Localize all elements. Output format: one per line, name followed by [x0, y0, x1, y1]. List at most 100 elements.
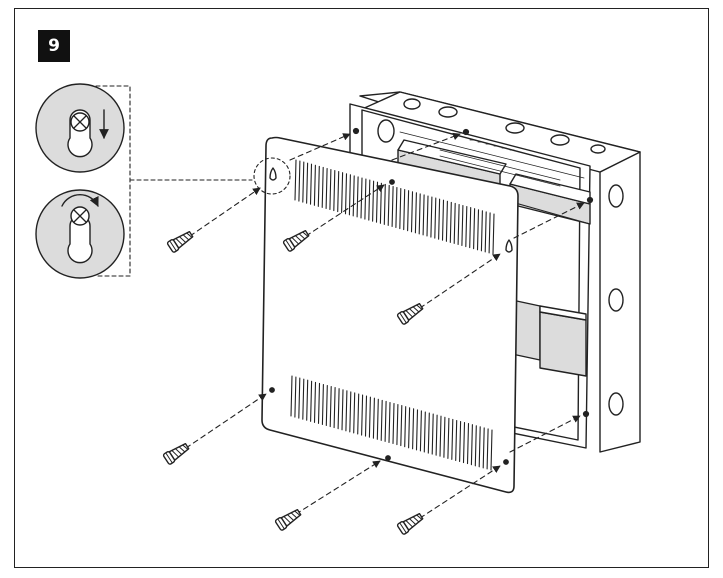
vent-slot — [294, 159, 297, 201]
vent-slot — [302, 161, 305, 203]
vent-slot — [426, 195, 429, 237]
screw-icon — [396, 510, 426, 536]
vent-slot — [368, 179, 371, 221]
vent-slot — [372, 180, 375, 222]
diagram-frame — [14, 8, 709, 568]
vent-slot — [306, 379, 309, 421]
vented-cover-plate — [261, 136, 519, 494]
vent-slot — [361, 394, 364, 436]
vent-slot — [321, 383, 324, 426]
vent-slot — [352, 175, 355, 217]
screw-icon — [274, 506, 304, 532]
vent-slot — [407, 190, 410, 232]
vent-slot — [368, 396, 371, 438]
vent-slot — [357, 393, 360, 435]
vent-slot — [459, 420, 462, 463]
vent-slot — [395, 186, 398, 229]
vent-slots — [294, 159, 495, 255]
vent-slot — [404, 406, 407, 448]
vent-slot — [484, 211, 487, 253]
vent-slot — [325, 167, 328, 210]
vent-slot — [473, 208, 476, 250]
vent-slot — [415, 409, 419, 451]
vent-slot — [391, 185, 394, 228]
vent-slot — [356, 176, 359, 218]
vent-slot — [488, 212, 491, 254]
vent-slot — [392, 402, 395, 445]
vent-slots — [290, 375, 493, 471]
screw-icon — [162, 440, 192, 466]
vent-slot — [445, 200, 448, 242]
vent-slot — [383, 183, 386, 225]
vent-slot — [345, 390, 348, 432]
vent-slot — [298, 377, 301, 419]
vent-slot — [313, 164, 316, 206]
vent-slot — [353, 392, 356, 434]
vent-slot — [457, 203, 460, 246]
vent-slot — [469, 207, 472, 249]
vent-slot — [388, 401, 391, 444]
vent-slot — [384, 400, 387, 442]
vent-slot — [480, 210, 483, 252]
vent-slot — [329, 168, 332, 211]
vent-slot — [422, 194, 425, 236]
vent-slot — [431, 413, 434, 455]
vent-slot — [290, 375, 293, 417]
keyhole-slide-down-icon — [35, 83, 125, 173]
keyhole-detail-callout — [35, 83, 291, 279]
vent-slot — [447, 417, 450, 459]
vent-slot — [451, 418, 454, 460]
vent-slot — [430, 196, 433, 238]
vent-slot — [465, 206, 468, 248]
vent-slot — [414, 192, 417, 234]
screw-icon — [166, 228, 196, 254]
vent-slot — [387, 184, 390, 226]
vent-slot — [443, 416, 446, 458]
vent-slot — [337, 171, 340, 213]
vent-slot — [380, 399, 383, 441]
vent-slot — [317, 382, 321, 424]
vent-slot — [486, 428, 489, 470]
vent-slot — [462, 422, 466, 464]
vent-slot — [321, 166, 324, 208]
vent-slot — [364, 395, 368, 437]
vent-slot — [439, 415, 442, 457]
vent-slot — [482, 427, 485, 469]
vent-slot — [341, 172, 344, 214]
vent-slot — [455, 419, 458, 462]
vent-slot — [427, 412, 430, 454]
vent-slot — [333, 170, 336, 212]
vent-slot — [317, 165, 320, 207]
vent-slot — [325, 384, 328, 427]
vent-slot — [476, 209, 480, 251]
vent-slot — [408, 407, 411, 449]
vent-slot — [376, 398, 379, 440]
vent-slot — [294, 376, 297, 418]
vent-slot — [419, 410, 422, 452]
vent-slot — [449, 201, 452, 243]
vent-slot — [474, 425, 477, 467]
vent-slot — [438, 198, 441, 240]
vent-slot — [490, 429, 493, 471]
vent-slot — [306, 162, 309, 204]
vent-slot — [492, 213, 495, 255]
vent-slot — [344, 173, 348, 215]
step-number-badge: 9 — [38, 30, 70, 62]
vent-slot — [412, 408, 415, 450]
vent-slot — [453, 202, 456, 244]
vent-slot — [349, 391, 352, 433]
vent-slot — [302, 378, 305, 420]
keyhole-screw-tighten-icon — [35, 189, 125, 279]
vent-slot — [333, 387, 336, 429]
vent-slot — [400, 405, 403, 447]
vent-slot — [470, 424, 473, 466]
vent-slot — [478, 426, 481, 468]
vent-slot — [309, 163, 313, 205]
vent-slot — [298, 160, 301, 202]
screw-path-lines — [185, 132, 585, 519]
vent-slot — [348, 174, 351, 216]
vent-slot — [403, 189, 406, 231]
vent-slot — [441, 199, 445, 241]
vent-slot — [360, 177, 363, 219]
